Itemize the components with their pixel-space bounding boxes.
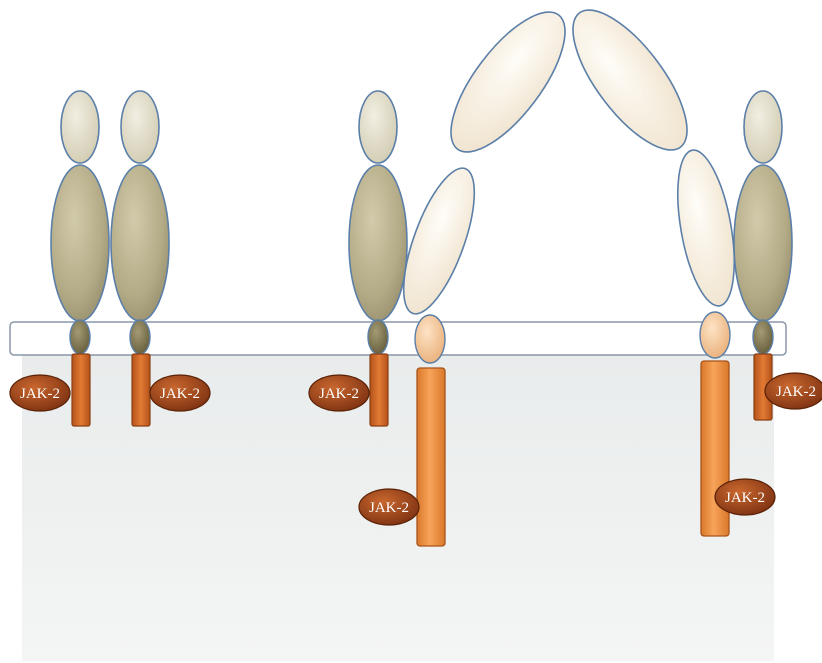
jak-marker: JAK-2	[10, 375, 70, 411]
receptor-3-tail	[370, 354, 388, 426]
cream-right-upper-domain	[553, 0, 707, 167]
receptor-1-top-domain	[61, 91, 99, 163]
jak-marker: JAK-2	[150, 375, 210, 411]
receptor-3-top-domain	[359, 91, 397, 163]
receptor-6-transmembrane	[753, 320, 773, 354]
receptor-1-tail	[72, 354, 90, 426]
receptor-6-top-domain	[744, 91, 782, 163]
jak-label: JAK-2	[369, 500, 409, 516]
receptor-3-main-domain	[349, 165, 407, 321]
jak-label: JAK-2	[319, 386, 359, 402]
jak-marker: JAK-2	[309, 375, 369, 411]
receptor-2-tail	[132, 354, 150, 426]
receptor-2-main-domain	[111, 165, 169, 321]
receptor-6-main-domain	[734, 165, 792, 321]
receptor-1-main-domain	[51, 165, 109, 321]
jak-marker: JAK-2	[715, 479, 775, 515]
jak-label: JAK-2	[20, 386, 60, 402]
receptor-1-transmembrane	[70, 320, 90, 354]
cream-right-transmembrane	[700, 312, 730, 358]
receptor-2-transmembrane	[130, 320, 150, 354]
jak-marker: JAK-2	[765, 373, 822, 409]
cream-left-upper-domain	[431, 0, 585, 169]
jak-label: JAK-2	[160, 386, 200, 402]
cream-left-tail	[417, 368, 445, 546]
receptor-2-top-domain	[121, 91, 159, 163]
jak-marker: JAK-2	[359, 489, 419, 525]
receptor-3-transmembrane	[368, 320, 388, 354]
cream-left-transmembrane	[415, 315, 445, 363]
cell-membrane	[10, 322, 786, 355]
jak-label: JAK-2	[776, 384, 816, 400]
cream-right-lower-domain	[668, 146, 745, 310]
jak-label: JAK-2	[725, 490, 765, 506]
